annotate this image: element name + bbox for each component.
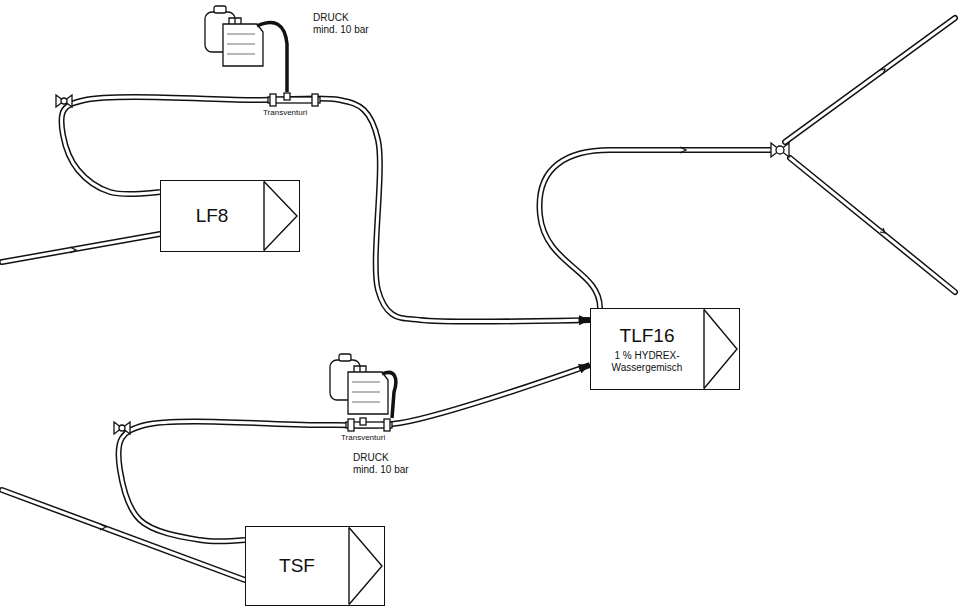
pressure-note: DRUCK mind. 10 bar xyxy=(352,452,413,475)
device-name: Transventuri xyxy=(340,433,386,442)
branch-hose-inner xyxy=(785,18,955,142)
vehicle-note: 1 % HYDREX-Wassergemisch xyxy=(606,350,688,373)
vehicle-box: TSF xyxy=(245,526,385,606)
distributor xyxy=(771,143,789,157)
flow-mark xyxy=(100,524,106,530)
supply-hose-inner xyxy=(2,234,160,262)
hose-group xyxy=(119,365,590,541)
supply-hose-inner xyxy=(2,490,245,580)
outlet-hose xyxy=(540,150,770,308)
vehicle-name: TLF16 xyxy=(620,325,675,347)
foam-canisters xyxy=(330,354,396,418)
vehicle-name: TSF xyxy=(279,555,315,577)
hose-group xyxy=(61,97,590,322)
vehicle-box: TLF16 1 % HYDREX-Wassergemisch xyxy=(590,308,740,390)
outlet-hose-inner xyxy=(540,150,770,308)
front-triangle xyxy=(349,528,382,605)
hose-splitter xyxy=(56,95,72,107)
box-body: LF8 xyxy=(161,181,263,251)
flow-mark xyxy=(880,69,885,74)
hose-inner xyxy=(61,97,590,322)
supply-hose xyxy=(2,234,160,262)
branch-hose xyxy=(790,158,955,292)
hose-connector xyxy=(119,365,590,541)
transventuri xyxy=(346,418,392,431)
hose-connector xyxy=(61,97,590,322)
vehicle-box: LF8 xyxy=(160,180,300,252)
vehicle-front-symbol xyxy=(703,309,739,389)
box-divider xyxy=(703,310,704,389)
front-triangle xyxy=(704,310,737,389)
flow-mark xyxy=(680,147,686,153)
branch-hose-inner xyxy=(790,158,955,292)
transventuri xyxy=(268,93,320,106)
vehicle-front-symbol xyxy=(263,181,299,251)
foam-canisters xyxy=(205,6,287,92)
vehicle-front-symbol xyxy=(348,527,384,605)
device-name: Transventuri xyxy=(262,108,308,117)
supply-hose xyxy=(2,490,245,580)
hose-splitter xyxy=(114,422,130,434)
branch-hose xyxy=(785,18,955,142)
hose-inner xyxy=(119,365,590,541)
vehicle-name: LF8 xyxy=(196,205,229,227)
front-triangle xyxy=(264,182,297,251)
box-body: TSF xyxy=(246,527,348,605)
pressure-note: DRUCK mind. 10 bar xyxy=(312,12,373,35)
box-divider xyxy=(263,182,264,251)
box-body: TLF16 1 % HYDREX-Wassergemisch xyxy=(591,309,703,389)
flow-mark xyxy=(880,228,885,233)
flow-mark xyxy=(70,247,76,253)
box-divider xyxy=(348,528,349,605)
